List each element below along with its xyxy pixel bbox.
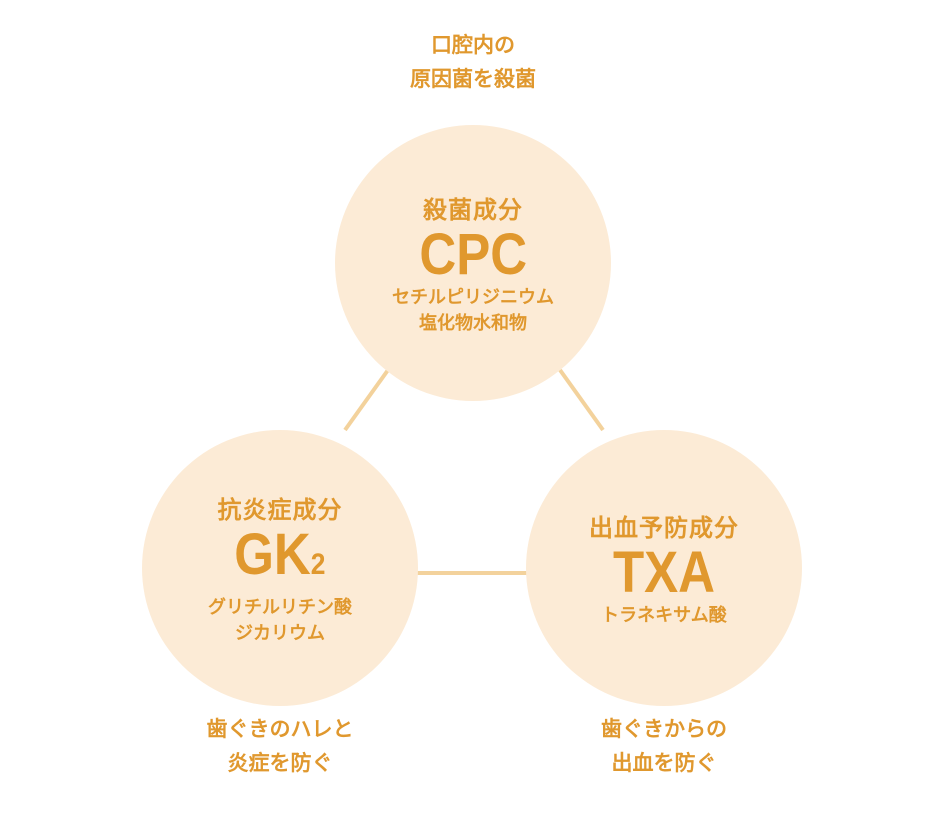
category-label: 殺菌成分	[423, 195, 523, 224]
circle-txa: 出血予防成分 TXA トラネキサム酸	[526, 430, 802, 706]
ingredient-name: グリチルリチン酸	[208, 596, 352, 618]
connector-top-right	[558, 368, 605, 432]
caption-line: 歯ぐきからの	[601, 717, 727, 741]
ingredient-name: セチルピリジニウム	[392, 286, 554, 308]
ingredient-name: ジカリウム	[235, 622, 325, 644]
category-label: 抗炎症成分	[217, 495, 343, 524]
abbr-main: GK	[234, 521, 311, 587]
caption-line: 歯ぐきのハレと	[206, 717, 354, 741]
ingredient-abbr: GK2	[234, 521, 326, 595]
ingredient-abbr: CPC	[419, 221, 527, 287]
abbr-subscript: 2	[310, 547, 326, 581]
connector-top-left	[343, 368, 390, 432]
right-caption: 歯ぐきからの 出血を防ぐ	[544, 712, 784, 780]
caption-line: 炎症を防ぐ	[227, 751, 333, 775]
left-caption: 歯ぐきのハレと 炎症を防ぐ	[160, 712, 400, 780]
ingredient-abbr: TXA	[612, 539, 716, 605]
caption-line: 出血を防ぐ	[611, 751, 717, 775]
caption-line: 口腔内の	[431, 33, 515, 57]
category-label: 出血予防成分	[589, 513, 739, 542]
circle-gk2: 抗炎症成分 GK2 グリチルリチン酸 ジカリウム	[142, 430, 418, 706]
top-caption: 口腔内の 原因菌を殺菌	[353, 28, 593, 96]
caption-line: 原因菌を殺菌	[410, 67, 536, 91]
ingredient-name: 塩化物水和物	[419, 312, 527, 334]
ingredient-name: トラネキサム酸	[601, 604, 727, 626]
circle-cpc: 殺菌成分 CPC セチルピリジニウム 塩化物水和物	[335, 125, 611, 401]
